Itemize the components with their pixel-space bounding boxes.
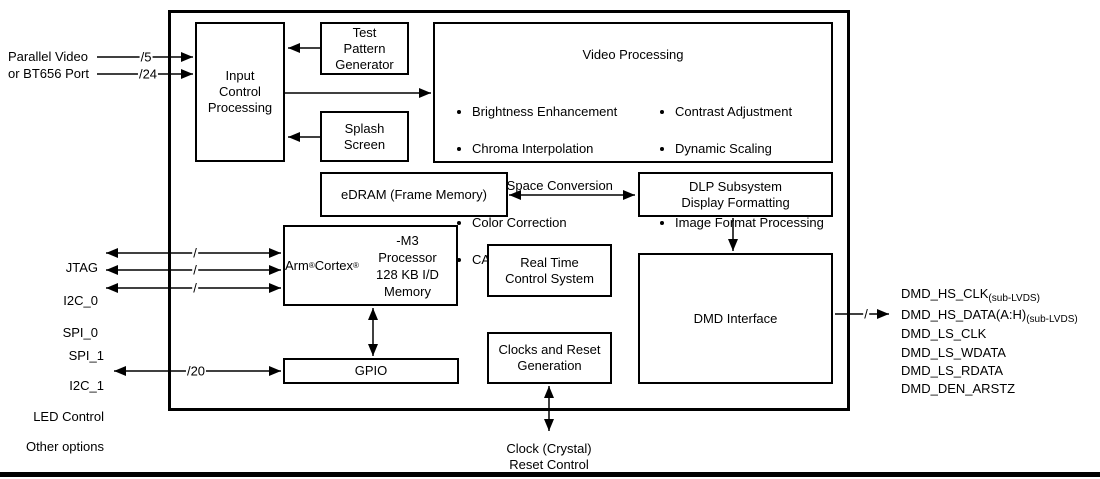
dlp-subsystem-display-formatting-box: DLP Subsystem Display Formatting [638, 172, 833, 217]
port-dmd-ls-wdata: DMD_LS_WDATA [901, 345, 1006, 365]
bus-width-20-label: /20 [185, 363, 207, 379]
edram-frame-memory-box: eDRAM (Frame Memory) [320, 172, 508, 217]
input-control-processing-box: Input Control Processing [195, 22, 285, 162]
port-group-gpio-options: SPI_1 I2C_1 LED Control Other options [0, 333, 104, 470]
port-label: DMD_HS_DATA(A:H) [901, 307, 1027, 322]
controller-outline-box [168, 10, 850, 411]
port-other-options: Other options [25, 439, 104, 455]
video-processing-box: Video Processing Brightness Enhancement … [433, 22, 833, 267]
bullet-item: Chroma Interpolation [472, 140, 638, 159]
port-clock-crystal-reset-control: Clock (Crystal) Reset Control [506, 441, 592, 472]
port-dmd-ls-clk: DMD_LS_CLK [901, 326, 986, 346]
bullet-item: Dynamic Scaling [675, 140, 824, 159]
real-time-control-system-box: Real Time Control System [487, 244, 612, 297]
page-bottom-rule [0, 472, 1100, 477]
port-jtag: JTAG [65, 260, 98, 275]
port-parallel-video-bt656: Parallel Video or BT656 Port [8, 49, 89, 81]
port-dmd-ls-rdata: DMD_LS_RDATA [901, 363, 1003, 383]
port-group-jtag-i2c-spi: JTAG I2C_0 SPI_0 [0, 244, 98, 357]
gpio-box: GPIO [283, 358, 459, 384]
port-label-subscript: (sub-LVDS) [988, 293, 1040, 304]
port-label: DMD_LS_RDATA [901, 363, 1004, 378]
test-pattern-generator-box: Test Pattern Generator [320, 22, 409, 75]
port-label: DMD_DEN_ARSTZ [901, 381, 1016, 396]
bullet-item: Contrast Adjustment [675, 103, 824, 122]
bullet-item: Color Correction [472, 214, 638, 233]
bus-width-24-label: /24 [137, 66, 159, 82]
port-label: DMD_HS_CLK [901, 286, 989, 301]
bus-width-5-label: /5 [139, 49, 153, 65]
port-dmd-den-arstz: DMD_DEN_ARSTZ [901, 381, 1015, 401]
port-label: DMD_LS_WDATA [901, 345, 1006, 360]
bullet-item: Image Format Processing [675, 214, 824, 233]
bus-slash-i2c0: / [192, 262, 198, 278]
splash-screen-box: Splash Screen [320, 111, 409, 162]
bus-slash-dmd-output: / [863, 306, 869, 322]
port-led-control: LED Control [33, 408, 104, 424]
port-dmd-hs-clk: DMD_HS_CLK(sub-LVDS) [901, 286, 1040, 306]
port-spi1: SPI_1 [68, 348, 104, 363]
arm-cortex-m3-processor-box: Arm® Cortex®-M3 Processor 128 KB I/D Mem… [283, 225, 458, 306]
bus-slash-jtag: / [192, 245, 198, 261]
port-label: DMD_LS_CLK [901, 326, 987, 341]
port-label-subscript: (sub-LVDS) [1026, 314, 1078, 325]
video-processing-title: Video Processing [582, 47, 684, 62]
bus-slash-spi0: / [192, 280, 198, 296]
port-i2c1: I2C_1 [69, 378, 104, 394]
clocks-and-reset-generation-box: Clocks and Reset Generation [487, 332, 612, 384]
port-i2c0: I2C_0 [63, 292, 98, 308]
bullet-item: Brightness Enhancement [472, 103, 638, 122]
port-spi0: SPI_0 [62, 325, 98, 340]
port-dmd-hs-data: DMD_HS_DATA(A:H)(sub-LVDS) [901, 307, 1078, 327]
dmd-interface-box: DMD Interface [638, 253, 833, 384]
